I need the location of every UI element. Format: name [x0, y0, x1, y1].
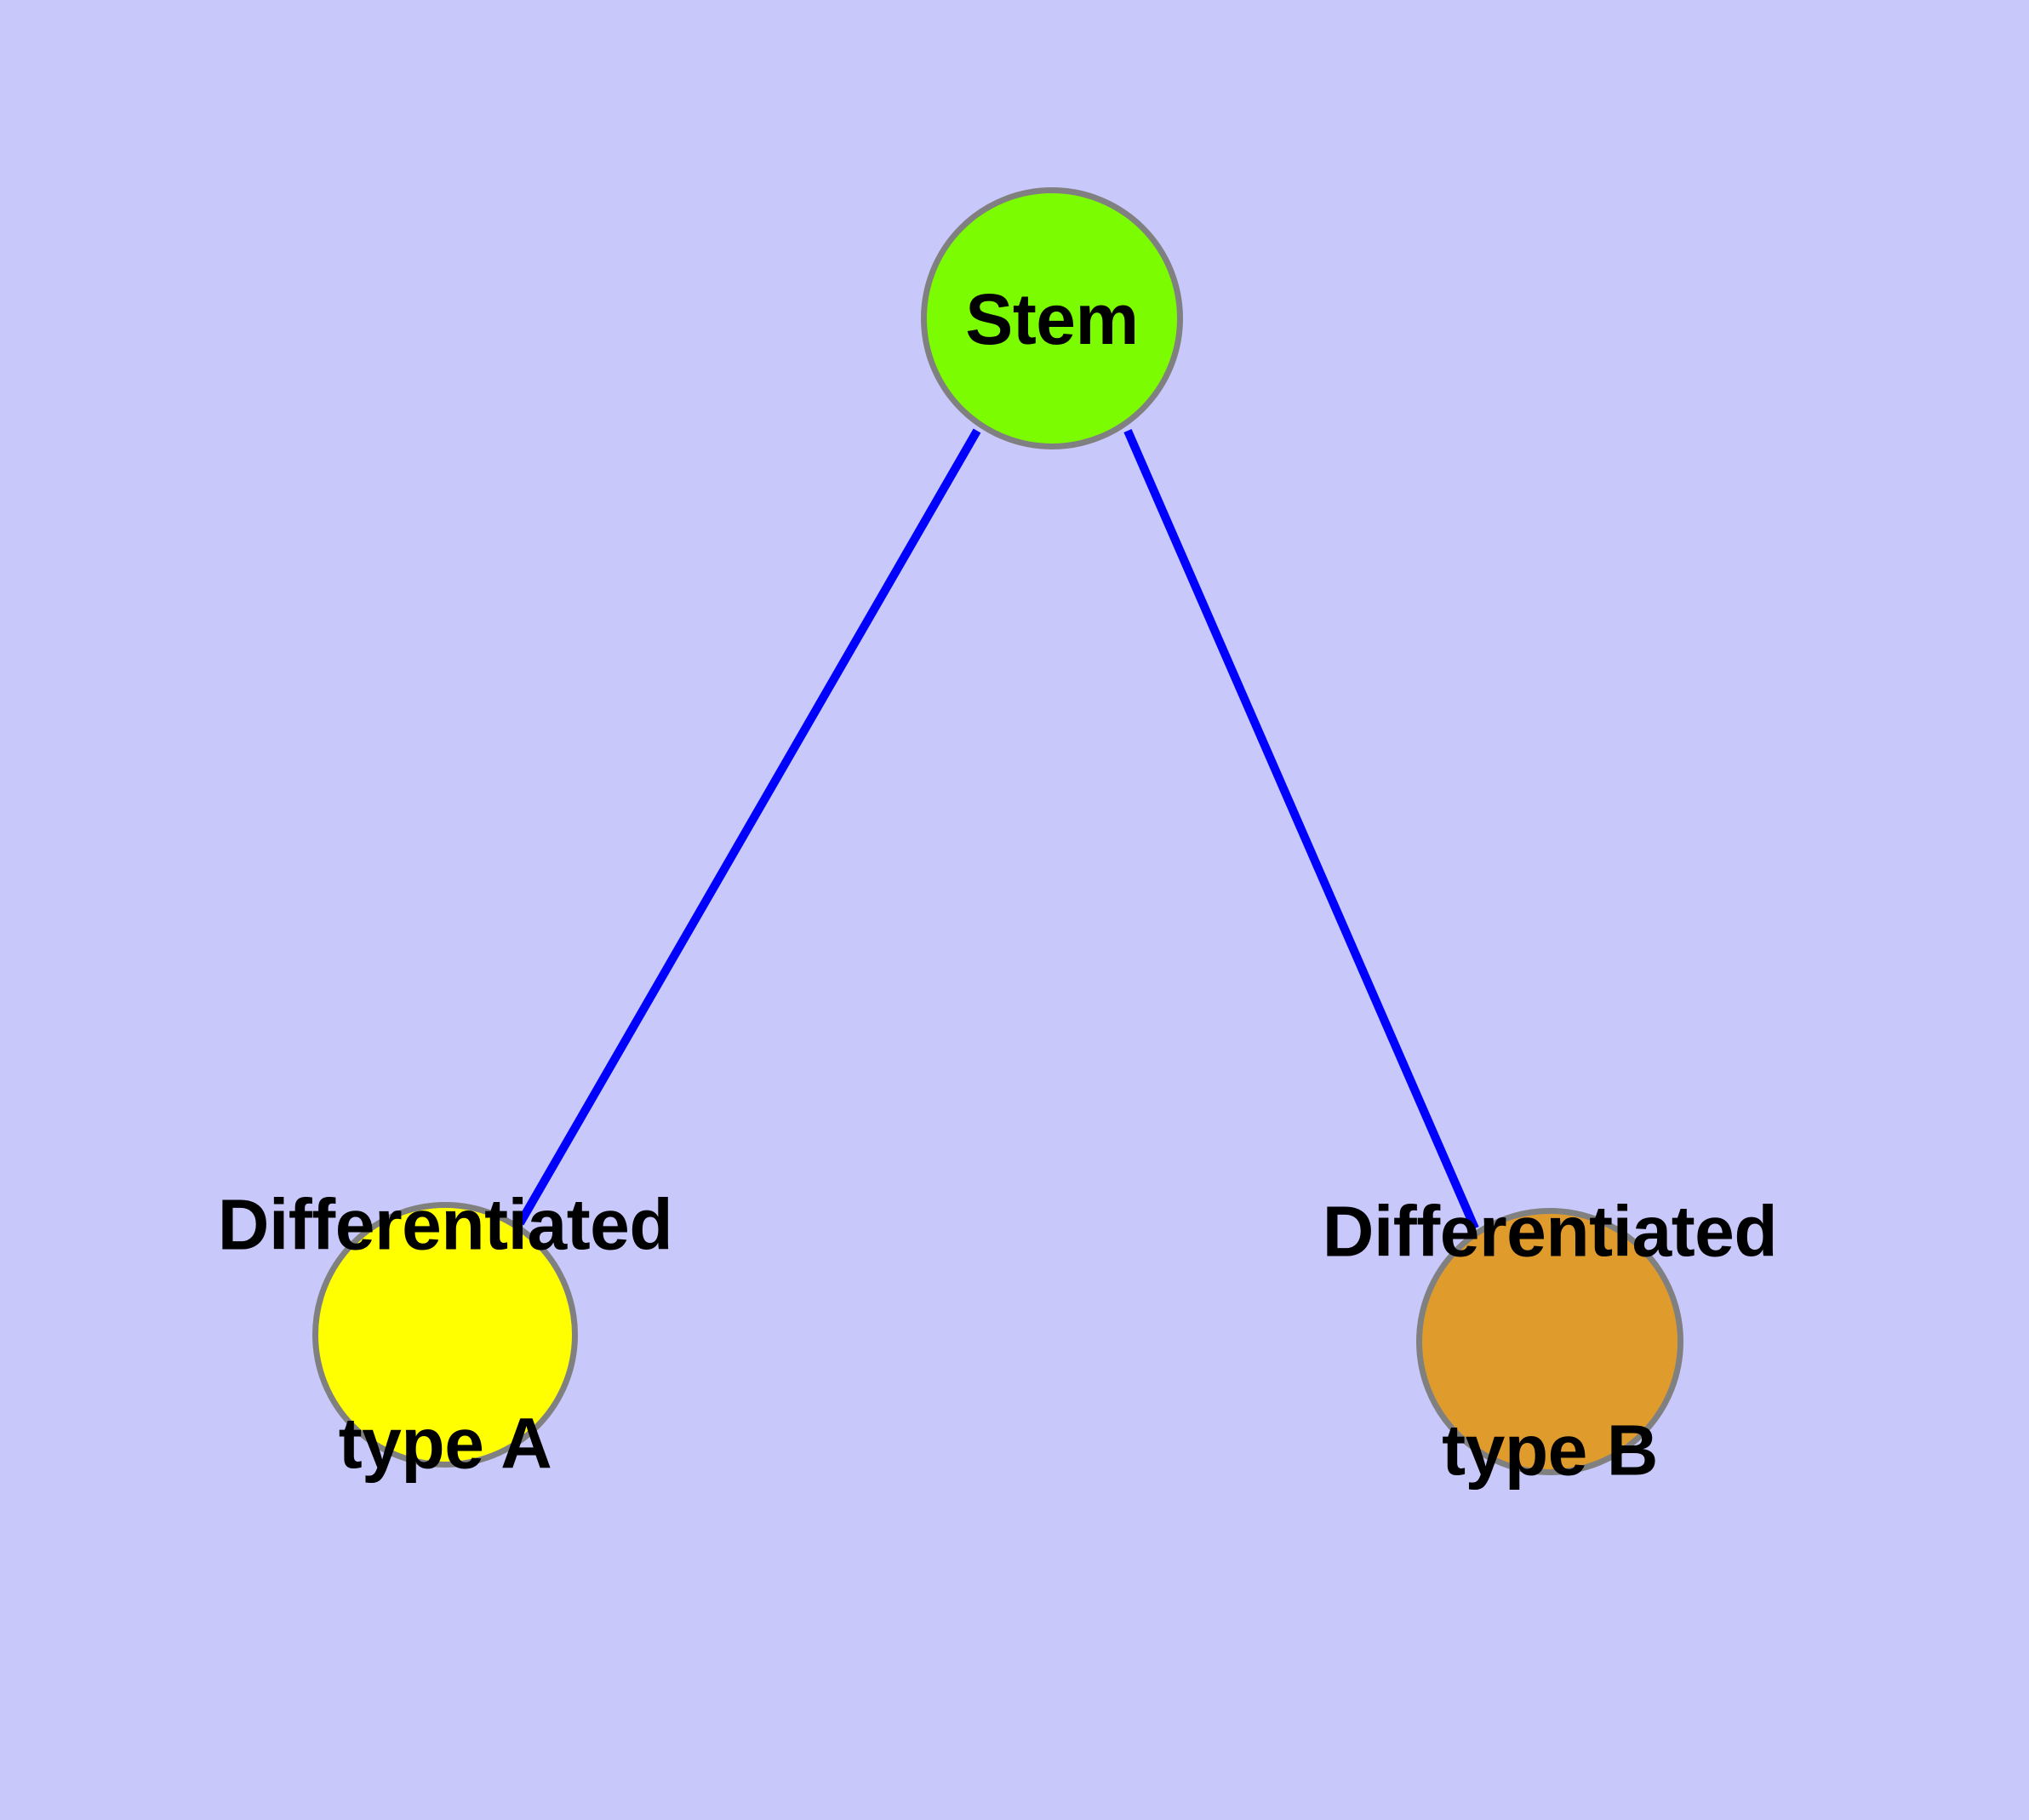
node-stem[interactable]	[921, 187, 1183, 449]
node-differentiated-type-b[interactable]	[1416, 1208, 1683, 1475]
edge-stem-to-differentiated-type-a	[516, 428, 981, 1226]
edge-stem-to-differentiated-type-b	[1123, 429, 1479, 1230]
node-differentiated-type-a[interactable]	[312, 1202, 578, 1468]
